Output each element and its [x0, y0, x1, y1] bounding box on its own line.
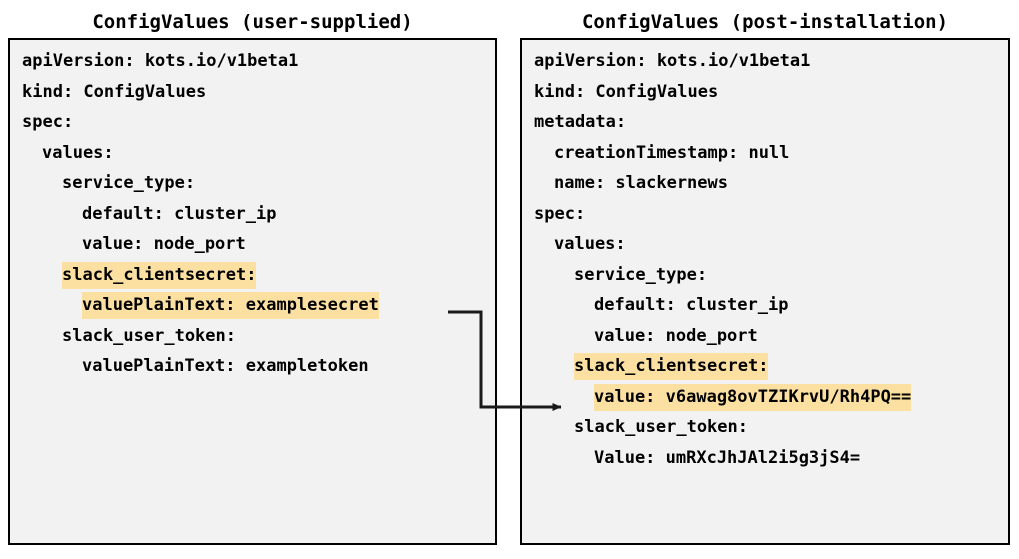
- code-text: name: slackernews: [554, 173, 728, 193]
- panel-title-user-supplied: ConfigValues (user-supplied): [92, 11, 413, 33]
- code-line: value: node_port: [22, 229, 495, 260]
- highlighted-code-text: value: v6awag8ovTZIKrvU/Rh4PQ==: [594, 383, 912, 411]
- code-line: valuePlainText: exampletoken: [22, 351, 495, 382]
- code-line: slack_clientsecret:: [22, 260, 495, 291]
- code-text: value: node_port: [594, 325, 758, 346]
- code-line: default: cluster_ip: [22, 199, 495, 230]
- code-text: default: cluster_ip: [594, 295, 789, 315]
- code-line: kind: ConfigValues: [22, 77, 495, 108]
- code-text: kind: ConfigValues: [22, 81, 207, 102]
- code-line: slack_user_token:: [22, 321, 495, 352]
- panel-user-supplied: ConfigValues (user-supplied) apiVersion:…: [8, 6, 497, 559]
- code-text: service_type:: [574, 264, 708, 285]
- code-line: value: v6awag8ovTZIKrvU/Rh4PQ==: [534, 382, 1008, 413]
- code-text: metadata:: [534, 112, 627, 132]
- code-line: values:: [22, 138, 495, 169]
- code-text: apiVersion: kots.io/v1beta1: [534, 51, 811, 71]
- code-line: service_type:: [22, 168, 495, 199]
- code-text: spec:: [534, 203, 586, 224]
- code-line: valuePlainText: examplesecret: [22, 290, 495, 321]
- code-text: values:: [42, 142, 114, 163]
- highlighted-code-text: slack_clientsecret:: [574, 353, 769, 380]
- panel-box-user-supplied: apiVersion: kots.io/v1beta1 kind: ConfigV…: [8, 38, 497, 545]
- code-line: slack_user_token:: [534, 412, 1008, 443]
- code-text: slack_user_token:: [62, 325, 236, 346]
- code-text: service_type:: [62, 173, 196, 193]
- code-line: default: cluster_ip: [534, 290, 1008, 321]
- code-line: metadata:: [534, 107, 1008, 138]
- code-line: creationTimestamp: null: [534, 138, 1008, 169]
- panel-post-installation: ConfigValues (post-installation) apiVers…: [520, 6, 1010, 559]
- code-block-user-supplied: apiVersion: kots.io/v1beta1 kind: ConfigV…: [22, 46, 495, 543]
- code-line: slack_clientsecret:: [534, 351, 1008, 382]
- panel-title-post-installation: ConfigValues (post-installation): [581, 11, 949, 33]
- code-line: service_type:: [534, 260, 1008, 291]
- code-text: default: cluster_ip: [82, 203, 277, 224]
- code-line: name: slackernews: [534, 168, 1008, 199]
- code-line: apiVersion: kots.io/v1beta1: [22, 46, 495, 77]
- highlighted-code-text: slack_clientsecret:: [62, 261, 257, 289]
- highlighted-code-text: valuePlainText: examplesecret: [82, 292, 379, 319]
- code-text: value: node_port: [82, 234, 246, 254]
- code-text: kind: ConfigValues: [534, 81, 719, 102]
- code-line: spec:: [534, 199, 1008, 230]
- code-text: spec:: [22, 112, 74, 132]
- code-line: Value: umRXcJhJAl2i5g3jS4=: [534, 443, 1008, 474]
- code-text: apiVersion: kots.io/v1beta1: [22, 51, 299, 71]
- code-text: slack_user_token:: [574, 417, 748, 437]
- code-text: values:: [554, 234, 626, 254]
- panel-box-post-installation: apiVersion: kots.io/v1beta1 kind: ConfigV…: [520, 38, 1010, 545]
- code-line: spec:: [22, 107, 495, 138]
- code-text: creationTimestamp: null: [554, 142, 790, 163]
- code-block-post-installation: apiVersion: kots.io/v1beta1 kind: ConfigV…: [534, 46, 1008, 543]
- code-line: value: node_port: [534, 321, 1008, 352]
- code-line: kind: ConfigValues: [534, 77, 1008, 108]
- code-line: apiVersion: kots.io/v1beta1: [534, 46, 1008, 77]
- code-text: Value: umRXcJhJAl2i5g3jS4=: [594, 447, 861, 468]
- code-text: valuePlainText: exampletoken: [82, 356, 369, 376]
- code-line: values:: [534, 229, 1008, 260]
